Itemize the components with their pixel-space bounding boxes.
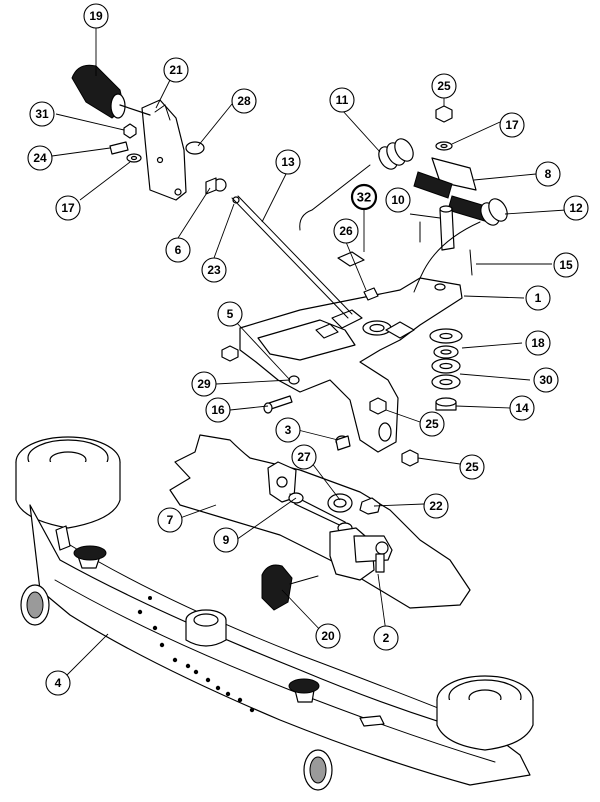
callout-26: 26	[333, 218, 359, 244]
callout-29: 29	[191, 371, 217, 397]
svg-text:7: 7	[167, 513, 174, 527]
svg-text:14: 14	[515, 401, 529, 415]
svg-text:30: 30	[539, 373, 553, 387]
callout-13: 13	[275, 149, 301, 175]
svg-text:28: 28	[237, 94, 251, 108]
svg-text:18: 18	[531, 336, 545, 350]
callout-17-top-right: 17	[499, 112, 525, 138]
svg-text:4: 4	[55, 676, 62, 690]
callout-2: 2	[373, 625, 399, 651]
callout-7: 7	[157, 507, 183, 533]
svg-text:11: 11	[336, 93, 349, 107]
callout-30: 30	[533, 367, 559, 393]
svg-text:24: 24	[33, 151, 47, 165]
svg-text:3: 3	[285, 423, 292, 437]
callout-15: 15	[553, 252, 579, 278]
callouts: 19 21 28 31 24 17 6 23 13 11 25 17 8 10 …	[27, 3, 589, 696]
callout-11: 11	[329, 87, 355, 113]
callout-16: 16	[205, 397, 231, 423]
svg-text:8: 8	[545, 167, 552, 181]
svg-text:15: 15	[559, 258, 573, 272]
callout-31: 31	[29, 101, 55, 127]
callout-6: 6	[165, 237, 191, 263]
callout-25-middle: 25	[419, 411, 445, 437]
svg-text:25: 25	[425, 417, 439, 431]
callout-17-top-left: 17	[55, 195, 81, 221]
axle-beam	[15, 436, 534, 791]
callout-1: 1	[525, 285, 551, 311]
svg-text:2: 2	[383, 631, 390, 645]
svg-text:16: 16	[211, 403, 225, 417]
svg-text:25: 25	[437, 79, 451, 93]
svg-text:27: 27	[297, 450, 311, 464]
svg-text:6: 6	[175, 243, 182, 257]
svg-text:19: 19	[89, 9, 103, 23]
callout-27: 27	[291, 444, 317, 470]
callout-21: 21	[163, 57, 189, 83]
leader-lines	[51, 28, 567, 681]
svg-text:29: 29	[197, 377, 211, 391]
svg-text:10: 10	[391, 193, 405, 207]
svg-text:13: 13	[281, 155, 295, 169]
callout-12: 12	[563, 195, 589, 221]
svg-text:21: 21	[169, 63, 183, 77]
callout-25-top: 25	[431, 73, 457, 99]
svg-text:20: 20	[321, 629, 335, 643]
main-bracket	[221, 277, 463, 467]
callout-19: 19	[83, 3, 109, 29]
callout-5: 5	[217, 301, 243, 327]
callout-32: 32	[350, 183, 378, 211]
callout-25-lower: 25	[459, 454, 485, 480]
svg-text:17: 17	[505, 118, 519, 132]
svg-text:12: 12	[569, 201, 583, 215]
callout-24: 24	[27, 145, 53, 171]
svg-text:32: 32	[357, 190, 371, 205]
callout-28: 28	[231, 88, 257, 114]
callout-4: 4	[45, 670, 71, 696]
callout-8: 8	[535, 161, 561, 187]
callout-10: 10	[385, 187, 411, 213]
svg-text:1: 1	[535, 291, 542, 305]
svg-text:5: 5	[227, 307, 234, 321]
callout-23: 23	[201, 257, 227, 283]
callout-22: 22	[423, 493, 449, 519]
svg-text:17: 17	[61, 201, 75, 215]
svg-text:9: 9	[223, 533, 230, 547]
callout-9: 9	[213, 527, 239, 553]
lever-assembly	[71, 64, 353, 319]
svg-text:22: 22	[429, 499, 443, 513]
handle-and-springs	[299, 105, 508, 301]
callout-3: 3	[275, 417, 301, 443]
pin	[335, 435, 351, 451]
svg-text:31: 31	[35, 107, 49, 121]
svg-text:23: 23	[207, 263, 221, 277]
bolt-and-washer	[263, 375, 300, 414]
callout-18: 18	[525, 330, 551, 356]
callout-14: 14	[509, 395, 535, 421]
washer-stack	[429, 328, 463, 411]
lower-plate	[169, 434, 471, 611]
svg-text:26: 26	[339, 224, 353, 238]
callout-20: 20	[315, 623, 341, 649]
svg-text:25: 25	[465, 460, 479, 474]
